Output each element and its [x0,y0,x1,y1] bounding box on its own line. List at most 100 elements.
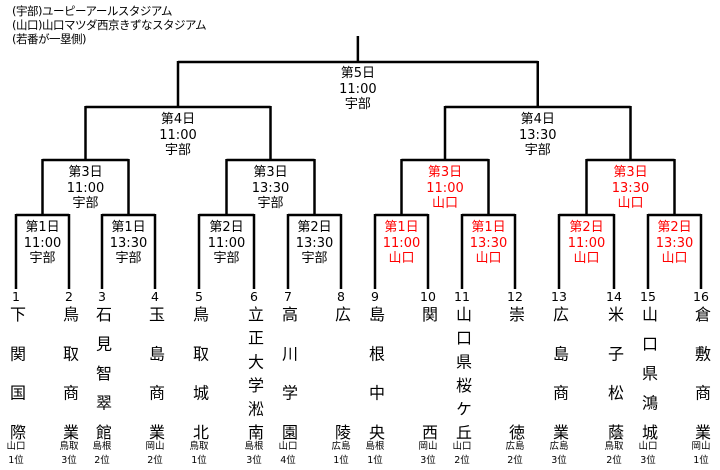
team-name: 立正大学淞南 [245,306,264,440]
match-venue: 山口 [388,251,415,266]
team-name: 山口県桜ケ丘 [453,306,472,440]
team-rank: 2位 [147,455,163,466]
match-time: 11:00 [426,180,464,196]
match-time: 13:30 [611,180,650,196]
team-pref: 広島 [549,441,569,452]
match-day: 第1日 [111,220,146,235]
match-time: 11:00 [382,235,421,251]
team-pref: 山口 [278,441,298,452]
team-rank: 2位 [507,455,523,466]
match-day: 第2日 [209,220,244,235]
match-venue: 宇部 [301,251,328,266]
match-day: 第3日 [253,165,288,180]
match-day: 第2日 [297,220,332,235]
team-number: 2 [65,289,73,304]
match-venue: 宇部 [72,196,99,211]
team-pref: 広島 [505,441,525,452]
team-number: 5 [195,289,203,304]
team-entry: 2 鳥取商業鳥取 3位 [54,290,84,468]
team-pref: 島根 [92,441,112,452]
team-rank: 1位 [8,455,24,466]
match-time: 11:00 [23,235,62,251]
match-venue: 宇部 [164,143,191,158]
team-name: 山口県鴻城 [639,306,658,440]
match-time: 13:30 [109,235,148,251]
team-name: 下関国際 [7,306,26,440]
match-day: 第3日 [68,165,103,180]
match-day: 第1日 [384,220,419,235]
match-venue: 山口 [617,196,644,211]
match-venue: 宇部 [257,196,284,211]
team-entry: 1 下関国際山口 1位 [1,290,31,468]
team-number: 4 [151,289,159,304]
team-name: 高川学園 [279,306,298,440]
first-base-note: (若番が一塁側) [12,32,86,46]
match-day: 第3日 [613,165,648,180]
match-time: 11:00 [339,81,377,97]
team-name: 関西 [419,306,438,440]
team-number: 11 [454,289,470,304]
team-number: 6 [250,289,258,304]
match-venue: 宇部 [29,251,56,266]
team-entry: 9 島根中央島根 1位 [360,290,390,468]
team-number: 16 [693,289,709,304]
team-number: 14 [606,289,622,304]
team-name: 鳥取商業 [60,306,79,440]
team-rank: 3位 [420,455,436,466]
match-day: 第1日 [471,220,506,235]
team-number: 1 [12,289,20,304]
team-rank: 3位 [61,455,77,466]
match-day: 第4日 [160,112,196,127]
match-day: 第2日 [569,220,604,235]
team-pref: 山口 [452,441,472,452]
team-number: 13 [551,289,567,304]
team-pref: 広島 [331,441,351,452]
team-number: 15 [640,289,656,304]
match-time: 11:00 [567,235,606,251]
team-entry: 15 山口県鴻城山口 3位 [633,290,663,468]
team-pref: 島根 [365,441,385,452]
team-number: 9 [371,289,379,304]
match-venue: 山口 [661,251,688,266]
team-entry: 16 倉敷商業岡山 1位 [686,290,716,468]
team-pref: 鳥取 [189,441,209,452]
team-rank: 1位 [367,455,383,466]
match-venue: 宇部 [344,97,371,112]
team-rank: 4位 [280,455,296,466]
team-name: 倉敷商業 [692,306,711,440]
team-pref: 鳥取 [59,441,79,452]
team-pref: 山口 [638,441,658,452]
team-pref: 岡山 [145,441,165,452]
team-pref: 岡山 [418,441,438,452]
match-day: 第1日 [25,220,60,235]
team-pref: 島根 [244,441,264,452]
match-time: 13:30 [655,235,694,251]
team-rank: 3位 [640,455,656,466]
team-rank: 1位 [333,455,349,466]
match-time: 11:00 [66,180,105,196]
team-rank: 1位 [191,455,207,466]
team-number: 8 [337,289,345,304]
match-time: 13:30 [519,127,557,143]
team-pref: 鳥取 [604,441,624,452]
team-name: 島根中央 [366,306,385,440]
match-venue: 宇部 [524,143,551,158]
team-number: 12 [507,289,523,304]
team-pref: 山口 [6,441,26,452]
team-rank: 1位 [693,455,709,466]
match-time: 11:00 [159,127,197,143]
team-pref: 岡山 [691,441,711,452]
